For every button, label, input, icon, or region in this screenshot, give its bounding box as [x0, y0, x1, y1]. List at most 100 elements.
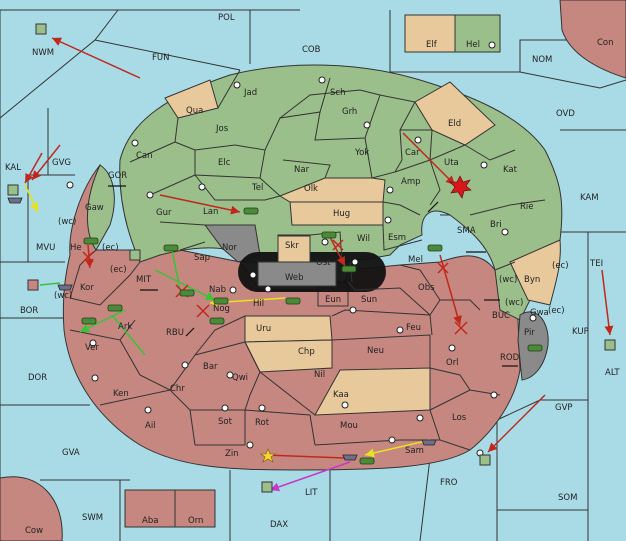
land-label-gwa: Gwa: [530, 308, 549, 318]
territory-orn[interactable]: [174, 489, 216, 528]
land-label-sam: Sam: [405, 446, 424, 456]
star-marker: [260, 448, 276, 463]
land-label-orn: Orn: [188, 516, 203, 526]
territory-eld[interactable]: [414, 81, 496, 146]
coast-label-byn-ec: (ec): [552, 261, 569, 271]
land-label-car: Car: [405, 148, 420, 158]
sea-label-mvu: MVU: [36, 243, 55, 253]
land-label-hel: Hel: [466, 40, 480, 50]
land-label-bar: Bar: [203, 362, 218, 372]
coast-label-byn-wc: (wc): [499, 275, 517, 285]
land-label-mou: Mou: [340, 421, 358, 431]
sea-label-kup: KUP: [572, 327, 589, 337]
land-label-neu: Neu: [367, 346, 384, 356]
land-label-bri: Bri: [490, 220, 502, 230]
land-label-aba: Aba: [142, 516, 158, 526]
land-label-nar: Nar: [294, 165, 310, 175]
land-label-nog: Nog: [213, 304, 230, 314]
land-label-wil: Wil: [357, 234, 370, 244]
land-label-lan: Lan: [203, 207, 218, 217]
sea-label-cob: COB: [302, 45, 321, 55]
land-label-jad: Jad: [243, 88, 257, 98]
land-label-con: Con: [597, 38, 614, 48]
northern-internal-borders: [129, 69, 546, 271]
territory-byn[interactable]: [509, 239, 561, 306]
land-label-mel: Mel: [408, 255, 423, 265]
land-label-nor: Nor: [222, 243, 238, 253]
sea-label-dor: DOR: [28, 373, 47, 383]
land-label-tel: Tel: [251, 183, 263, 193]
order-arrows: [24, 37, 614, 492]
land-label-qua: Qua: [186, 106, 203, 116]
sea-label-lit: LIT: [305, 488, 318, 498]
land-label-ark: Ark: [118, 322, 132, 332]
coast-label-gwa-ec: (ec): [548, 306, 565, 316]
land-label-web: Web: [285, 273, 304, 283]
land-label-esm: Esm: [388, 233, 406, 243]
coast-label-gwa-wc: (wc): [505, 298, 523, 308]
land-label-jos: Jos: [215, 124, 229, 134]
land-label-orl: Orl: [446, 358, 459, 368]
coast-labels: (wc) (ec) (ec) (wc) (ec) (wc) (ec) (wc): [54, 217, 569, 316]
sea-label-som: SOM: [558, 493, 577, 503]
sea-label-nwm: NWM: [32, 48, 54, 58]
land-label-ail: Ail: [145, 421, 156, 431]
southern-internal-borders: [69, 249, 501, 451]
sea-label-bor: BOR: [20, 306, 38, 316]
land-label-hug: Hug: [333, 209, 350, 219]
land-label-uta: Uta: [444, 158, 459, 168]
land-label-can: Can: [136, 151, 153, 161]
coast-label-kor-wc: (wc): [54, 291, 72, 301]
coast-label-he-ec: (ec): [102, 243, 119, 253]
land-label-byn: Byn: [524, 275, 540, 285]
land-label-hil: Hil: [253, 299, 264, 309]
sea-label-swm: SWM: [82, 513, 103, 523]
sea-label-buc: BUC: [492, 311, 510, 321]
land-label-kat: Kat: [503, 165, 518, 175]
sea-label-alt: ALT: [605, 368, 620, 378]
land-label-gur: Gur: [156, 208, 172, 218]
sea-label-kal: KAL: [5, 163, 21, 173]
territory-aba[interactable]: [124, 489, 176, 528]
sea-label-tei: TEI: [589, 259, 603, 269]
sea-label-rod: ROD: [500, 353, 520, 363]
land-label-elc: Elc: [218, 158, 231, 168]
land-label-feu: Feu: [406, 323, 421, 333]
sea-label-gvp: GVP: [555, 403, 573, 413]
land-label-sch: Sch: [330, 88, 345, 98]
land-label-sot: Sot: [218, 417, 233, 427]
sea-label-gor: GOR: [108, 171, 127, 181]
sea-borders: [0, 9, 626, 541]
land-label-obs: Obs: [418, 283, 435, 293]
sea-label-kam: KAM: [580, 193, 599, 203]
land-label-gaw: Gaw: [85, 203, 104, 213]
land-label-qwi: Qwi: [232, 373, 248, 383]
land-label-grh: Grh: [342, 107, 357, 117]
failed-orders: [82, 239, 468, 335]
supply-centers: [66, 41, 537, 457]
land-label-rot: Rot: [255, 418, 270, 428]
land-label-elf: Elf: [426, 40, 438, 50]
sea-label-gvg: GVG: [52, 158, 71, 168]
land-label-nil: Nil: [314, 370, 325, 380]
sea-label-ovd: OVD: [556, 109, 575, 119]
land-labels: Con Elf Hel Cow Aba Orn Jad Sch Qua Jos …: [25, 38, 614, 536]
sea-label-gva: GVA: [62, 448, 80, 458]
land-label-rie: Rie: [520, 202, 534, 212]
explosion-marker: [449, 175, 472, 199]
land-label-pir: Pir: [524, 328, 535, 338]
sea-label-fro: FRO: [440, 478, 458, 488]
sea-labels: POL FUN COB NWM NOM OVD KAM KAL GVG MVU …: [5, 13, 620, 530]
land-label-olk: Olk: [304, 184, 318, 194]
sea-label-nom: NOM: [532, 55, 552, 65]
land-label-chr: Chr: [170, 384, 185, 394]
land-label-cow: Cow: [25, 526, 43, 536]
sea-label-mit: MIT: [136, 275, 152, 285]
sea-label-fun: FUN: [152, 53, 169, 63]
land-label-zin: Zin: [225, 449, 239, 459]
fleets: [7, 197, 437, 461]
land-label-ost: Ost: [316, 258, 331, 268]
land-label-ken: Ken: [113, 389, 129, 399]
strait-markers: [108, 185, 518, 367]
